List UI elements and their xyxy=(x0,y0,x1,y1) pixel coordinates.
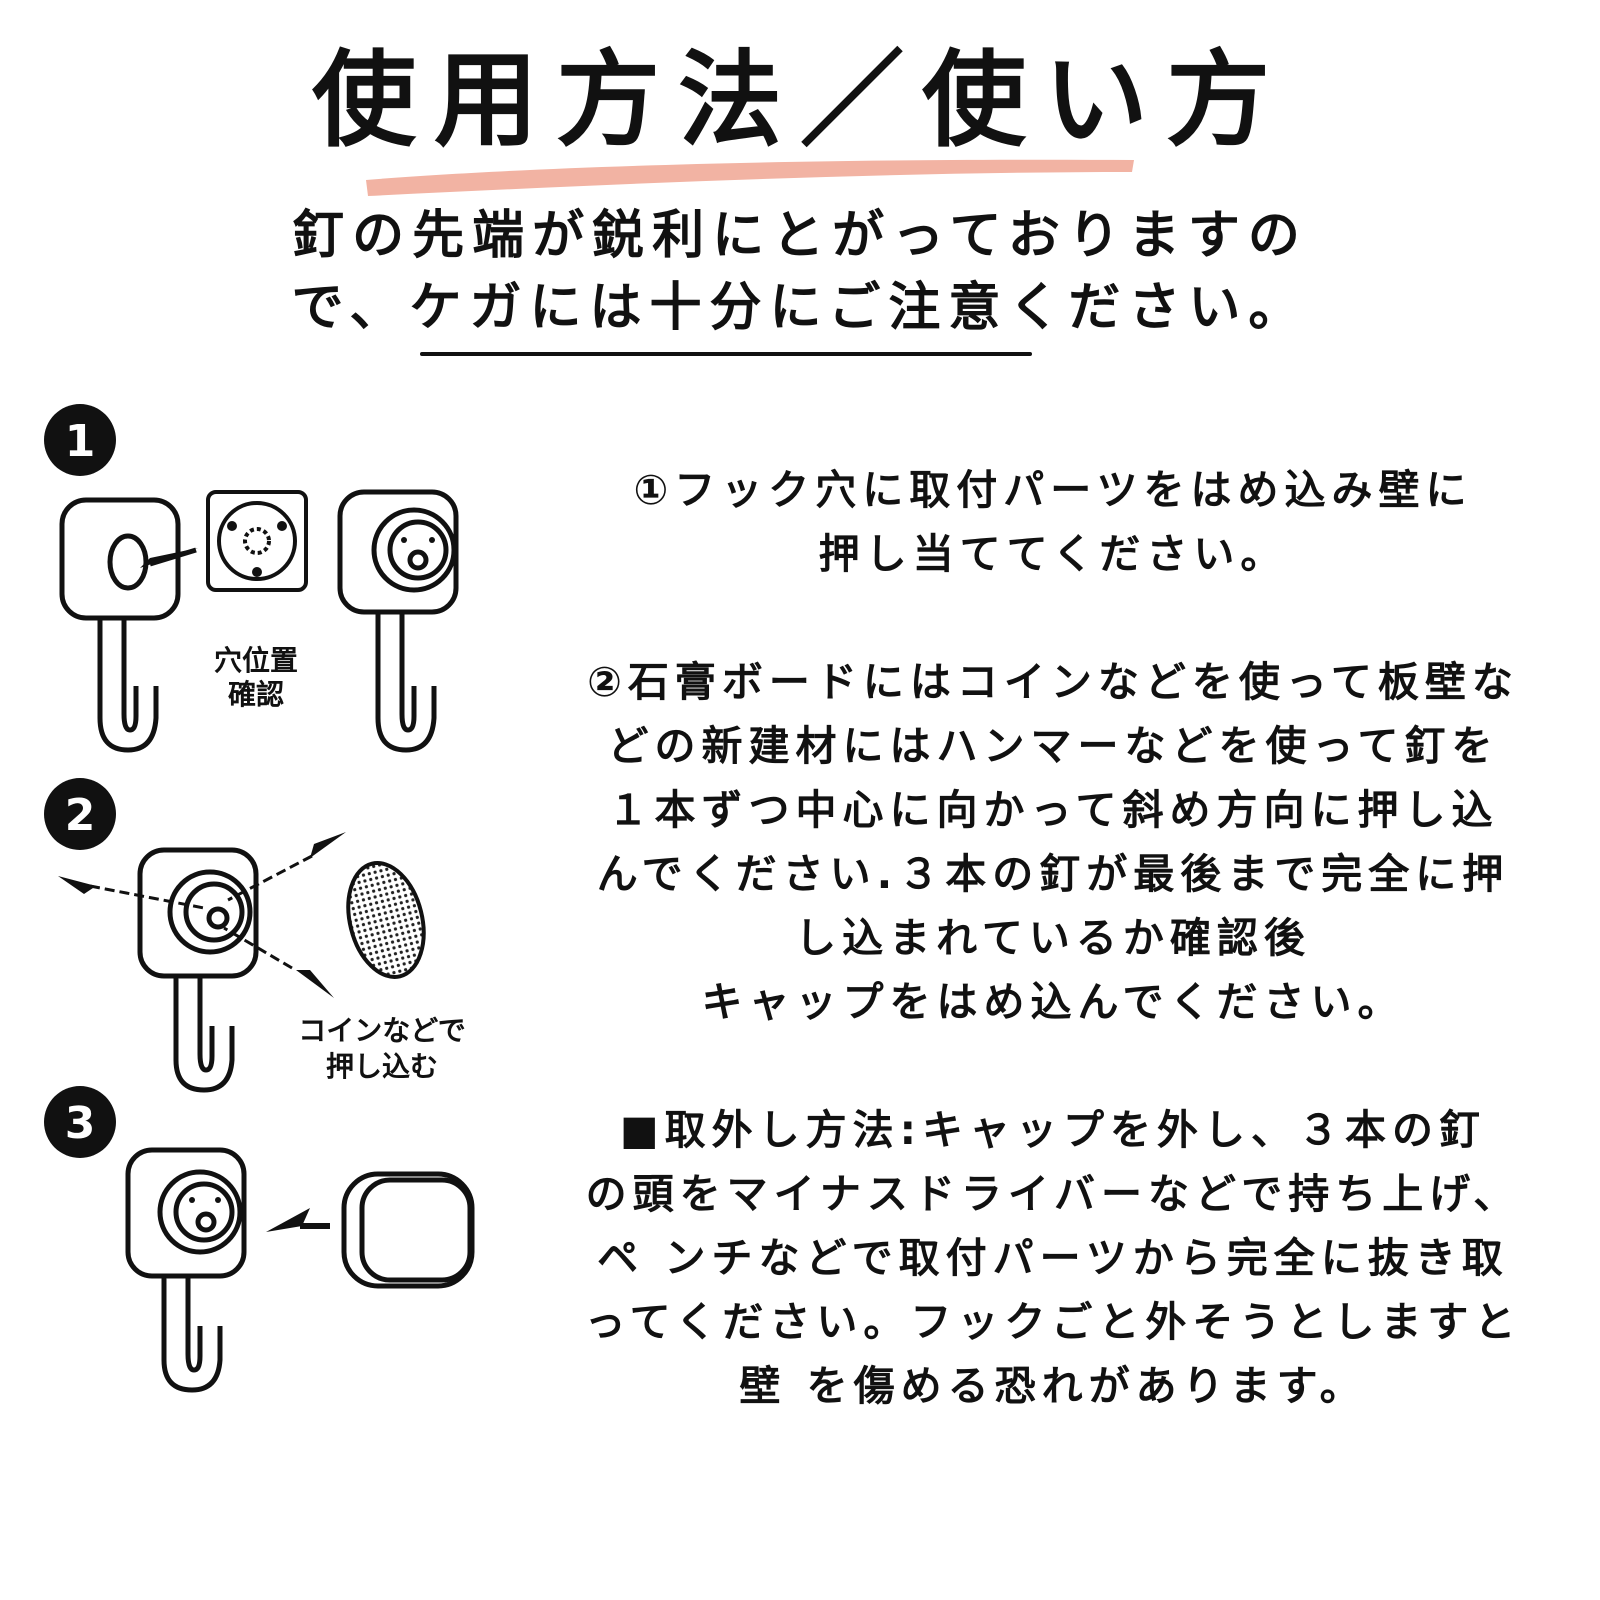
step2-line-3: １本ずつ中心に向かって斜め方向に押し込 xyxy=(607,786,1499,834)
coin-label-1: コインなどで xyxy=(298,1014,465,1047)
step1-line-1: ①フック穴に取付パーツをはめ込み壁に xyxy=(633,466,1473,514)
page-title: 使用方法／使い方 xyxy=(311,39,1288,161)
step2-line-1: ②石膏ボードにはコインなどを使って板壁な xyxy=(587,658,1519,706)
step1-line-2: 押し当ててください。 xyxy=(818,530,1288,578)
removal-line-3: ペ ンチなどで取付パーツから完全に抜き取 xyxy=(597,1234,1509,1282)
hole-position-label-2: 確認 xyxy=(228,678,284,711)
warning-underline xyxy=(420,352,1032,356)
instruction-illustrations: 1 穴位置 確認 2 xyxy=(44,404,475,1393)
nail-arrow-left-icon xyxy=(58,876,96,894)
cap-mesh xyxy=(346,861,426,979)
step-3-number: 3 xyxy=(65,1098,96,1149)
nail-arrow-top-icon xyxy=(310,832,346,858)
hook-final xyxy=(125,1147,247,1393)
nail-lines xyxy=(89,854,313,970)
cap xyxy=(341,1171,475,1289)
removal-line-2: の頭をマイナスドライバーなどで持ち上げ、 xyxy=(585,1170,1521,1218)
title-brush-underline xyxy=(366,159,1134,196)
step2-line-5: し込まれているか確認後 xyxy=(795,914,1311,962)
step-2-badge: 2 xyxy=(44,778,116,850)
removal-line-5: 壁 を傷める恐れがあります。 xyxy=(739,1362,1367,1410)
arrow-left-icon xyxy=(266,1208,310,1232)
step2-line-6: キャップをはめ込んでください。 xyxy=(701,978,1405,1026)
step-1-badge: 1 xyxy=(44,404,116,476)
coin-label-2: 押し込む xyxy=(326,1050,438,1083)
warning-text: 釘の先端が鋭利にとがっておりますの で、ケガには十分にご注意ください。 xyxy=(0,200,1600,344)
step-2-number: 2 xyxy=(65,790,96,841)
mounting-part xyxy=(206,490,308,592)
hook-assembled xyxy=(337,489,459,753)
removal-line-1: ■取外し方法:キャップを外し、３本の釘 xyxy=(619,1106,1487,1154)
hole-position-label-1: 穴位置 xyxy=(214,644,298,677)
step-3-badge: 3 xyxy=(44,1086,116,1158)
warning-line-2: で、ケガには十分にご注意ください。 xyxy=(291,278,1309,338)
instructions: ①フック穴に取付パーツをはめ込み壁に 押し当ててください。 ②石膏ボードにはコイ… xyxy=(548,458,1558,1418)
step2-line-4: んでください.３本の釘が最後まで完全に押 xyxy=(596,850,1510,898)
hook-with-nails xyxy=(137,847,259,1093)
nail-arrow-bottom-icon xyxy=(296,970,334,998)
warning-line-1: 釘の先端が鋭利にとがっておりますの xyxy=(292,206,1308,266)
hook-with-hole xyxy=(59,497,181,753)
removal-line-4: ってください。フックごと外そうとしますと xyxy=(584,1298,1522,1346)
step-1-number: 1 xyxy=(65,416,96,467)
step2-line-2: どの新建材にはハンマーなどを使って釘を xyxy=(607,722,1499,770)
